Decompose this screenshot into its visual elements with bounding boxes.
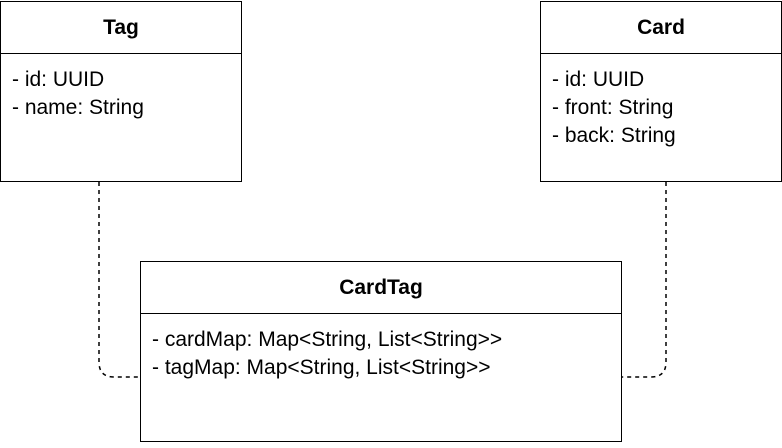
class-attributes-card: - id: UUID - front: String - back: Strin…: [541, 54, 781, 150]
class-attributes-cardtag: - cardMap: Map<String, List<String>> - t…: [141, 314, 621, 382]
attribute-tag-id: - id: UUID: [12, 68, 105, 91]
class-box-cardtag: CardTag - cardMap: Map<String, List<Stri…: [140, 261, 622, 442]
class-name-tag: Tag: [1, 2, 241, 54]
connector-card-cardtag: [622, 182, 667, 378]
attribute-card-back: - back: String: [552, 124, 676, 147]
class-attributes-tag: - id: UUID - name: String: [1, 54, 241, 122]
connector-tag-cardtag: [98, 182, 140, 378]
class-box-card: Card - id: UUID - front: String - back: …: [540, 1, 782, 182]
attribute-cardtag-cardmap: - cardMap: Map<String, List<String>>: [152, 328, 503, 351]
class-name-cardtag: CardTag: [141, 262, 621, 314]
attribute-card-front: - front: String: [552, 96, 674, 119]
attribute-card-id: - id: UUID: [552, 68, 645, 91]
class-name-card: Card: [541, 2, 781, 54]
attribute-tag-name: - name: String: [12, 96, 144, 119]
attribute-cardtag-tagmap: - tagMap: Map<String, List<String>>: [152, 356, 491, 379]
class-box-tag: Tag - id: UUID - name: String: [0, 1, 242, 182]
